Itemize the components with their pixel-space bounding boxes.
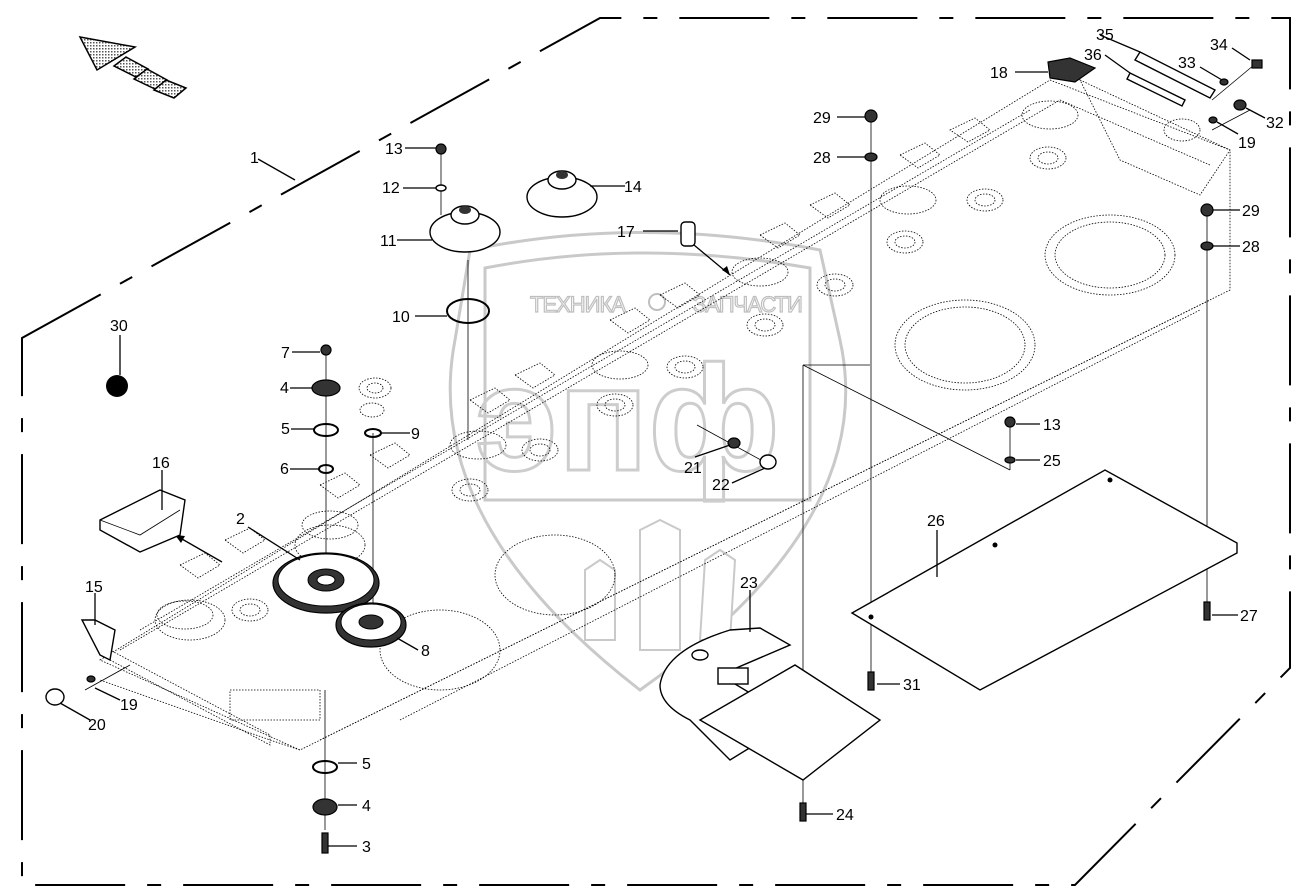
part-4-cap-lower [312,798,338,816]
callout-3[interactable]: 3 [362,839,371,856]
part-23-skid-plate [659,627,882,781]
callout-9[interactable]: 9 [411,426,420,443]
callout-13-lower[interactable]: 13 [1043,417,1061,434]
part-27-bolt [1203,601,1211,621]
watermark-text-right: ЗАПЧАСТИ [693,292,802,317]
part-16-guard [99,489,186,553]
callout-19-right[interactable]: 19 [1238,135,1256,152]
callout-18[interactable]: 18 [990,65,1008,82]
part-20-plug [45,688,65,706]
part-24-bolt [799,802,807,822]
part-7-nut [320,344,332,356]
callout-12[interactable]: 12 [382,180,400,197]
callouts: 1 2 3 4 4 5 5 6 7 8 9 10 11 12 13 13 14 … [85,27,1284,856]
callout-32[interactable]: 32 [1266,115,1284,132]
part-22-plug [759,454,777,470]
part-3-bolt [321,832,329,854]
callout-35[interactable]: 35 [1096,27,1114,44]
callout-23[interactable]: 23 [740,575,758,592]
gear-icon [648,293,666,311]
watermark-logo: эпф [475,334,780,502]
part-15-bracket [80,619,116,662]
callout-28-left[interactable]: 28 [813,150,831,167]
callout-31[interactable]: 31 [903,677,921,694]
cutter-bar-frame [99,79,1231,751]
part-4-cap-upper [311,379,341,397]
callout-4-lower[interactable]: 4 [362,798,371,815]
callout-27[interactable]: 27 [1240,608,1258,625]
part-31-bolt [867,671,875,691]
part-28-washer-right [1200,241,1214,251]
watermark: ТЕХНИКА ЗАПЧАСТИ эпф [448,231,848,692]
callout-4-upper[interactable]: 4 [280,380,289,397]
callout-14[interactable]: 14 [624,179,642,196]
callout-8[interactable]: 8 [421,643,430,660]
part-5-o-ring-upper [313,423,339,437]
part-29-nut-left [864,109,878,123]
part-29-nut-right [1200,203,1214,217]
part-19-washer-right [1208,116,1218,124]
callout-16[interactable]: 16 [152,455,170,472]
callout-30[interactable]: 30 [110,318,128,335]
callout-26[interactable]: 26 [927,513,945,530]
part-2-gear [272,552,380,614]
callout-28-right[interactable]: 28 [1242,239,1260,256]
callout-2[interactable]: 2 [236,511,245,528]
part-25-washer [1004,456,1016,464]
part-36-strip [1126,72,1186,107]
callout-5-upper[interactable]: 5 [281,421,290,438]
callout-leaders [59,34,1266,847]
watermark-text-left: ТЕХНИКА [530,292,626,317]
callout-24[interactable]: 24 [836,807,854,824]
part-11-drive-hub [429,205,501,253]
callout-5-lower[interactable]: 5 [362,756,371,773]
part-21-washer [727,437,741,449]
part-13-nut-lower [1004,416,1016,428]
callout-25[interactable]: 25 [1043,453,1061,470]
callout-29-right[interactable]: 29 [1242,203,1260,220]
callout-7[interactable]: 7 [281,345,290,362]
callout-21[interactable]: 21 [684,460,702,477]
callout-6[interactable]: 6 [280,461,289,478]
part-28-washer-left [864,152,878,162]
callout-13-upper[interactable]: 13 [385,141,403,158]
part-34-screw [1251,59,1263,69]
part-35-knife-bar [1134,51,1216,99]
part-32-plug [1233,99,1247,111]
travel-direction-arrow [78,35,188,99]
callout-1[interactable]: 1 [250,150,259,167]
callout-34[interactable]: 34 [1210,37,1228,54]
callout-29-left[interactable]: 29 [813,110,831,127]
callout-36[interactable]: 36 [1084,47,1102,64]
part-19-washer-left [86,675,96,683]
part-18-bracket [1047,57,1097,83]
part-8-gear [335,602,407,648]
callout-22[interactable]: 22 [712,477,730,494]
callout-33[interactable]: 33 [1178,55,1196,72]
callout-15[interactable]: 15 [85,579,103,596]
part-17-stud [680,221,696,247]
part-30-marker [106,375,128,397]
callout-19-left[interactable]: 19 [120,697,138,714]
assembly-boundary [21,17,1291,886]
callout-10[interactable]: 10 [392,309,410,326]
callout-20[interactable]: 20 [88,717,106,734]
callout-17[interactable]: 17 [617,224,635,241]
part-10-o-ring [446,298,490,324]
callout-11[interactable]: 11 [380,233,397,250]
part-26-skid-plate [850,469,1238,691]
part-13-nut [435,143,447,155]
part-33-washer [1219,78,1229,86]
part-14-drive-hub [526,170,598,218]
part-12-washer [435,184,447,192]
part-5-o-ring-lower [312,760,338,774]
